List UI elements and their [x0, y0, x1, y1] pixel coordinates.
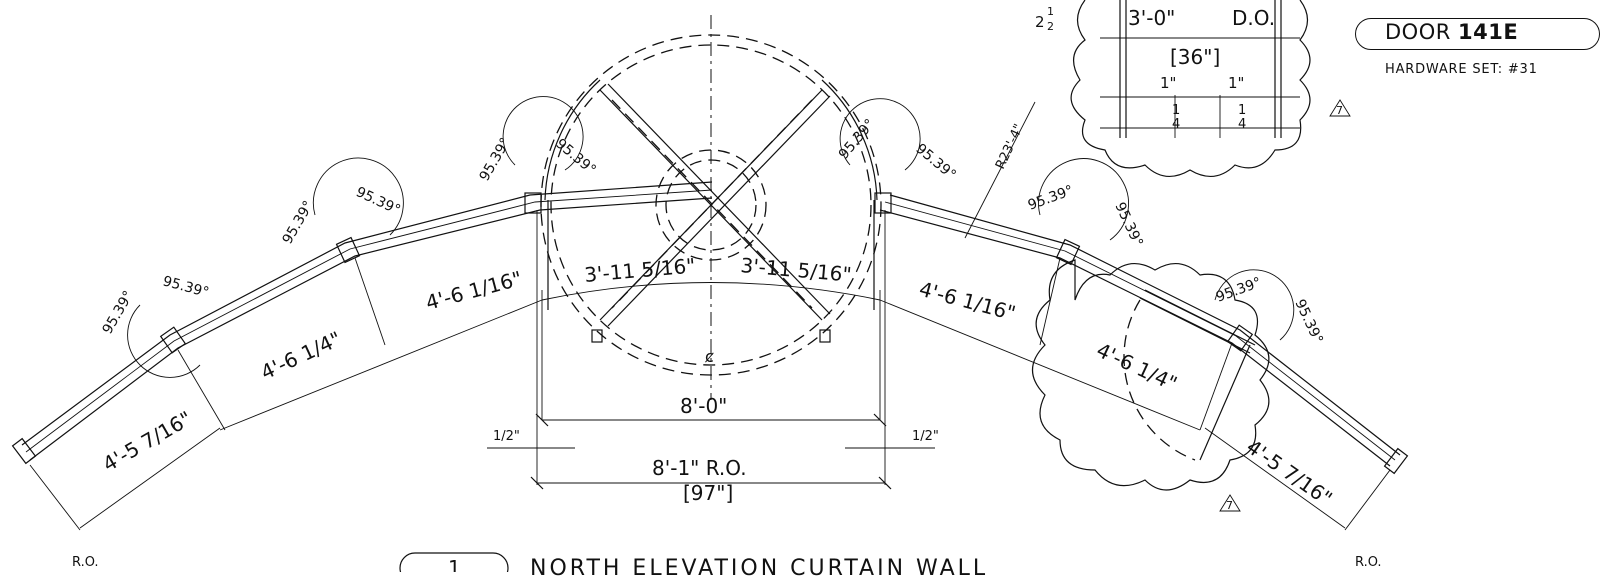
- door-tag-label: DOOR 141E: [1385, 20, 1518, 44]
- door-tag-number: 141E: [1458, 20, 1519, 44]
- door-detail: [1100, 0, 1351, 512]
- door-tag: [1355, 18, 1600, 50]
- swing-door-detail: [1123, 289, 1256, 461]
- revision-clouds: [1031, 0, 1311, 491]
- drawing-title: NORTH ELEVATION CURTAIN WALL: [530, 556, 989, 581]
- title-number-bubble: [399, 552, 509, 572]
- extension-lines: [29, 101, 1391, 531]
- door-tag-prefix: DOOR: [1385, 20, 1451, 44]
- angle-arcs: [127, 96, 1295, 378]
- hardware-set-label: HARDWARE SET: #31: [1385, 62, 1538, 77]
- revolving-door: [540, 15, 882, 400]
